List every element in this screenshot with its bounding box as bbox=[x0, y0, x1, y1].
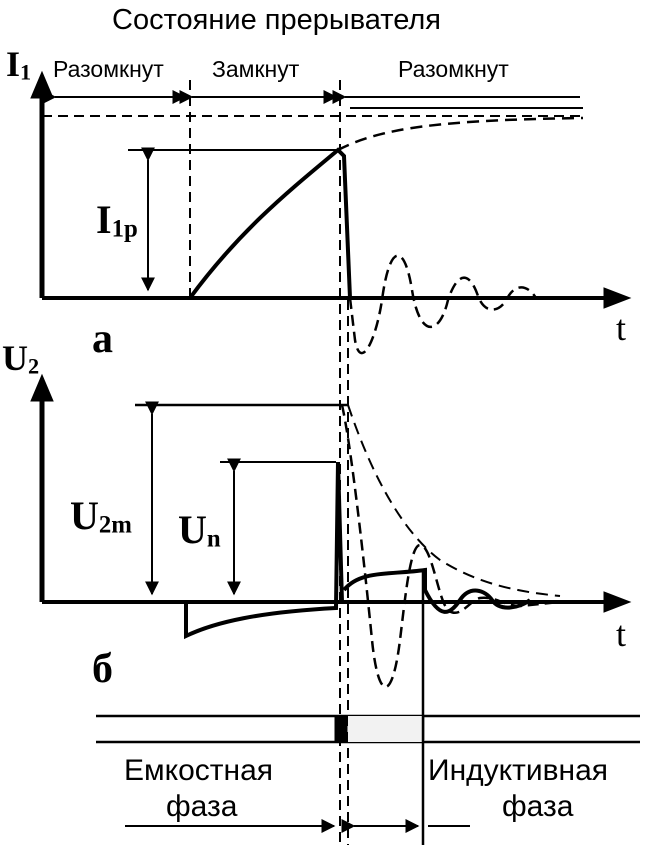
capacitive-phase-line1: Емкостная bbox=[124, 754, 274, 787]
voltage-oscillation bbox=[340, 404, 561, 689]
panel-b-x-arrow bbox=[603, 591, 632, 613]
phase-bar bbox=[96, 714, 640, 845]
panel-a-axis-label: I1 bbox=[6, 44, 32, 85]
transition-block bbox=[348, 716, 423, 742]
inductive-phase-line1: Индуктивная bbox=[428, 754, 609, 787]
current-rise-curve bbox=[188, 147, 352, 300]
panel-b-axes bbox=[30, 373, 632, 613]
panel-a-time-label: t bbox=[616, 308, 627, 348]
panel-b-time-label: t bbox=[616, 614, 627, 654]
i1p-label: I1p bbox=[96, 197, 138, 243]
capacitive-phase-line2: фаза bbox=[166, 790, 238, 823]
u2m-label: U2m bbox=[70, 493, 132, 539]
state-open-2: Разомкнут bbox=[398, 56, 509, 82]
current-dashed-continuation bbox=[337, 116, 584, 152]
capacitive-phase-block bbox=[334, 715, 348, 743]
state-open-1: Разомкнут bbox=[53, 56, 164, 82]
panel-b-axis-label: U2 bbox=[2, 338, 40, 379]
panel-a-axes bbox=[30, 70, 632, 309]
diagram-title: Состояние прерывателя bbox=[112, 4, 442, 36]
panel-b-marker: б bbox=[92, 646, 113, 692]
voltage-inductive-curve bbox=[342, 567, 532, 614]
panel-b-y-arrow bbox=[30, 373, 54, 402]
state-closed: Замкнут bbox=[212, 56, 300, 82]
inductive-phase-line2: фаза bbox=[502, 790, 574, 823]
panel-a-marker: а bbox=[92, 316, 113, 362]
un-label: Un bbox=[178, 507, 221, 553]
panel-a-x-arrow bbox=[603, 287, 632, 309]
panel-a-y-arrow bbox=[30, 70, 54, 99]
voltage-closed-curve bbox=[184, 461, 344, 640]
voltage-envelope bbox=[347, 404, 561, 597]
current-oscillation bbox=[348, 254, 548, 355]
